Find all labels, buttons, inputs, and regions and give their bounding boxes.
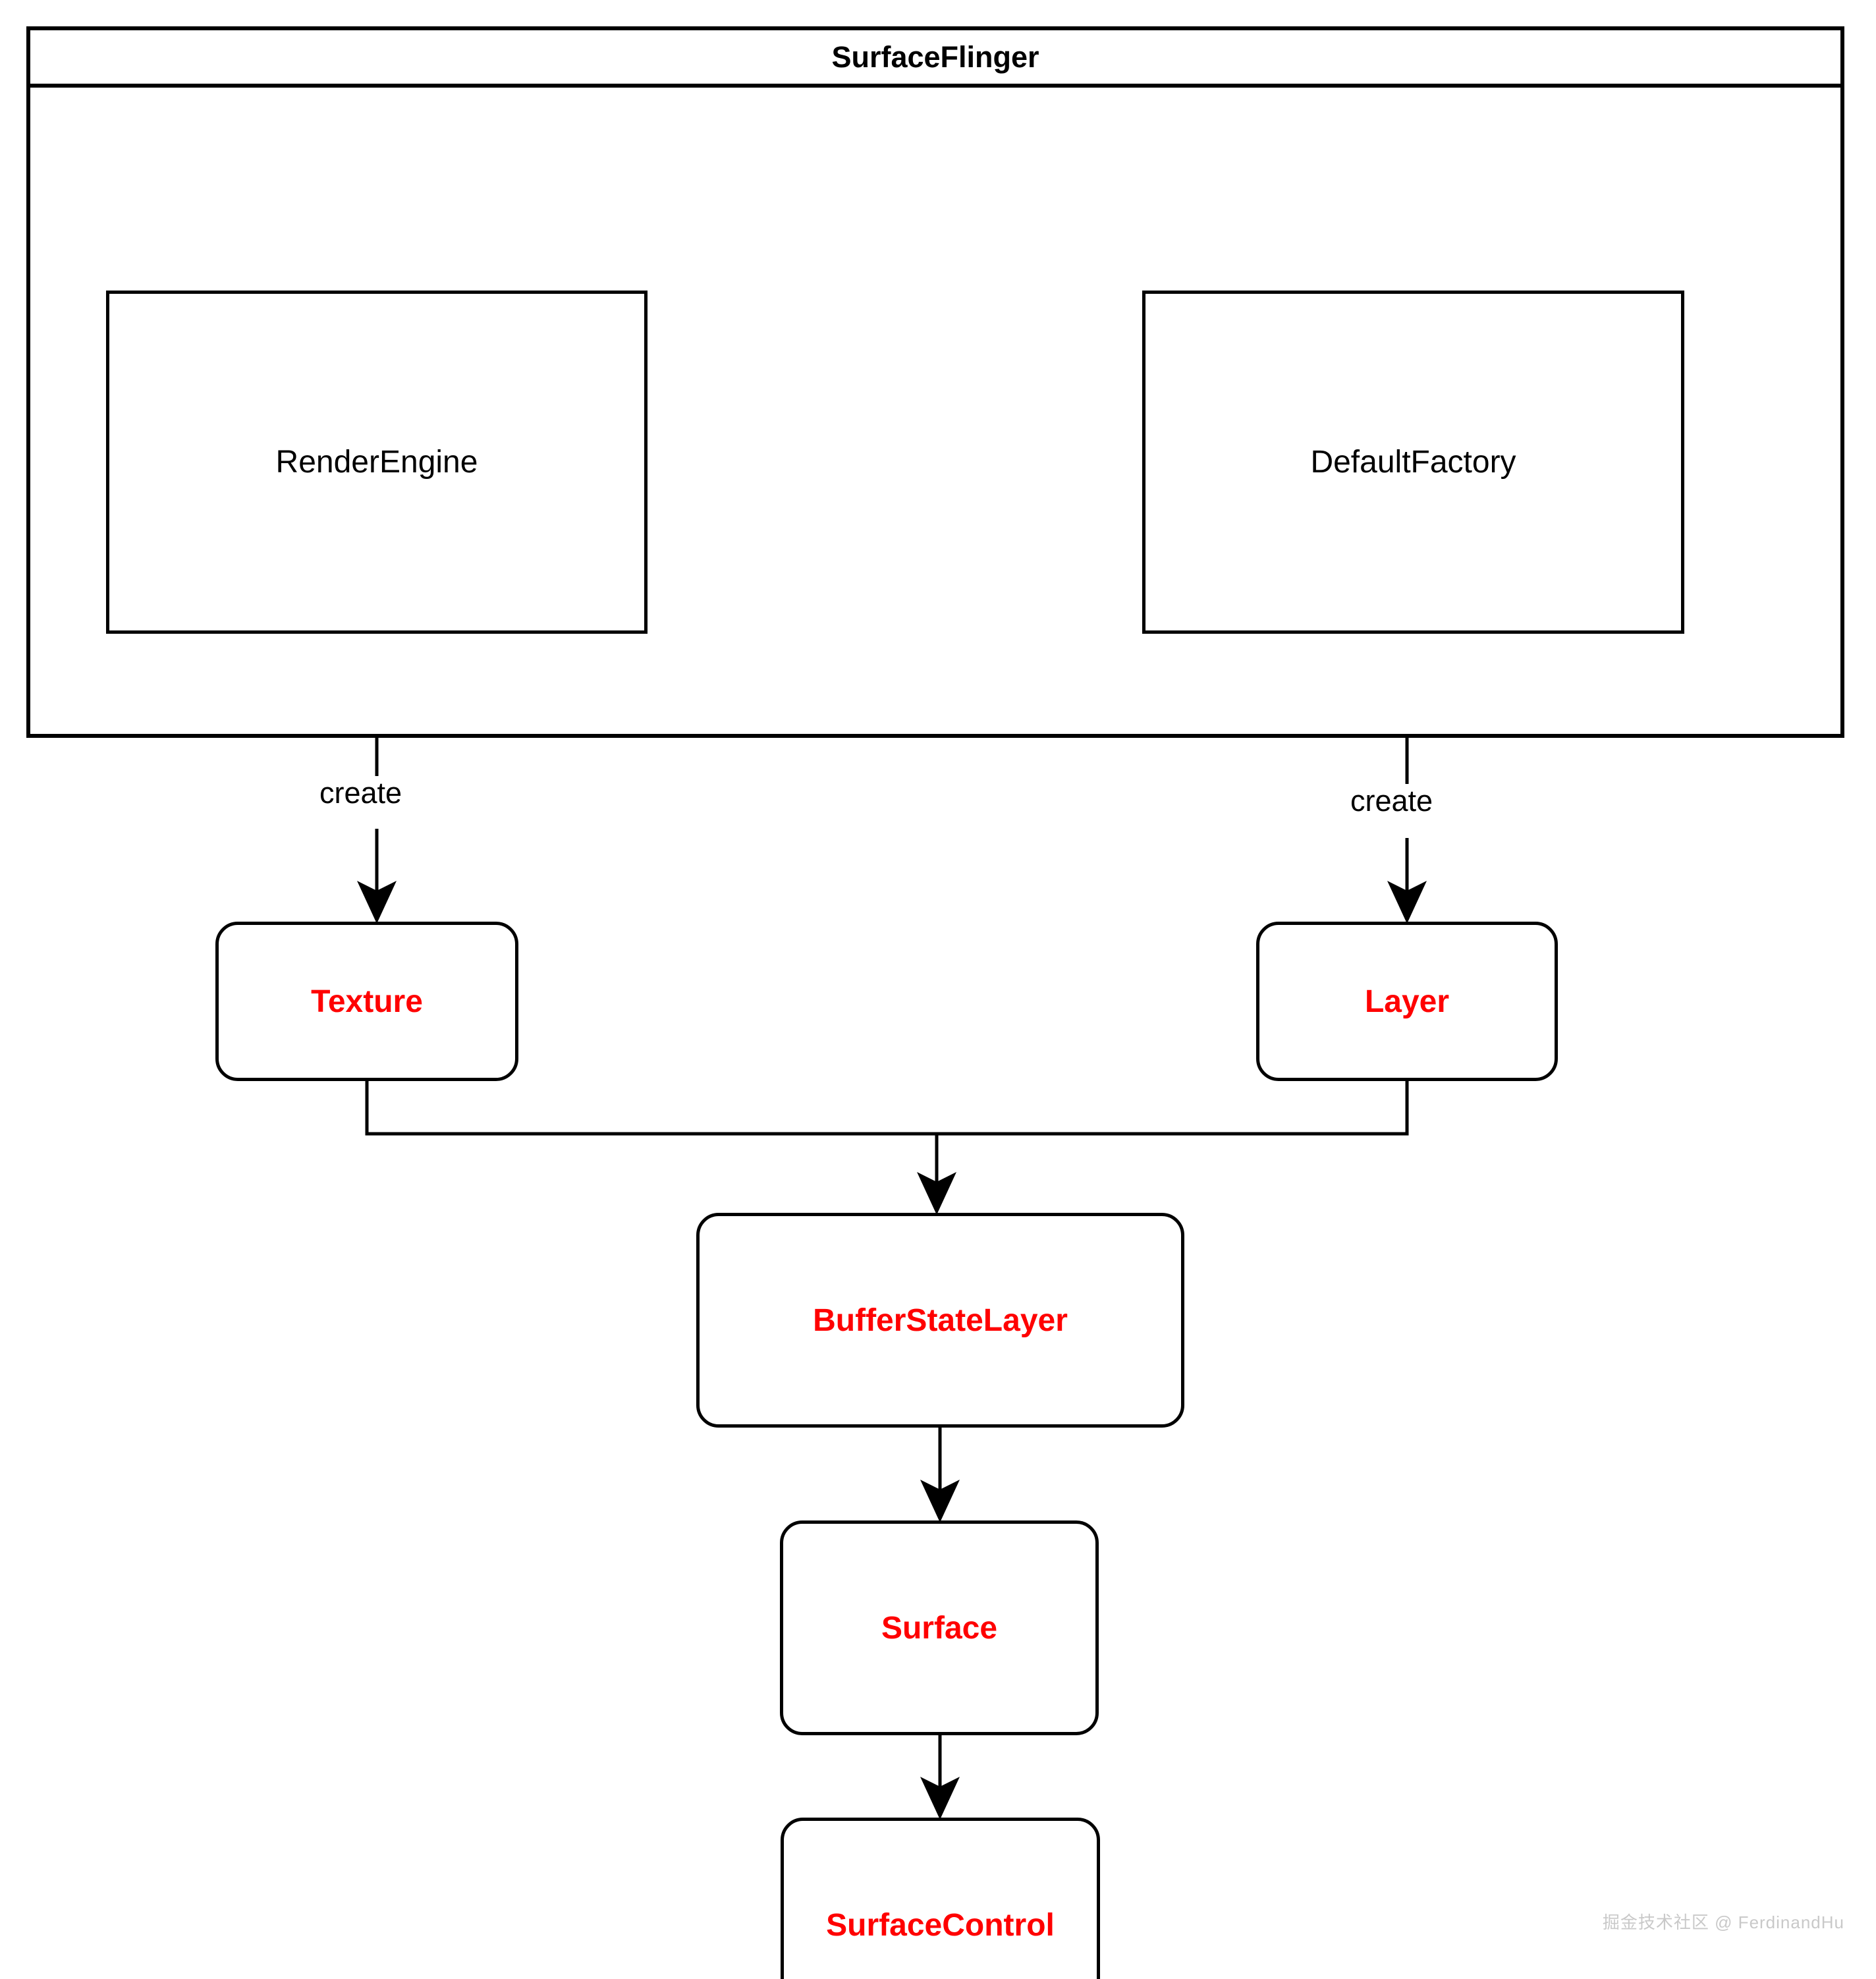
node-texture[interactable]: Texture xyxy=(215,922,518,1081)
node-layer-label: Layer xyxy=(1364,984,1450,1019)
edge-label-create-right: create xyxy=(1344,784,1440,818)
node-surfacecontrol[interactable]: SurfaceControl xyxy=(781,1818,1100,1979)
node-default-factory[interactable]: DefaultFactory xyxy=(1142,291,1684,634)
edge-label-create-left: create xyxy=(313,776,409,810)
node-render-engine[interactable]: RenderEngine xyxy=(106,291,648,634)
surfaceflinger-header: SurfaceFlinger xyxy=(30,30,1840,88)
node-surface-label: Surface xyxy=(881,1610,998,1646)
edge-texture-layer-to-bufferstatelayer xyxy=(365,1081,1409,1215)
node-render-engine-label: RenderEngine xyxy=(275,445,478,480)
surfaceflinger-title: SurfaceFlinger xyxy=(831,40,1039,74)
node-bufferstatelayer-label: BufferStateLayer xyxy=(813,1302,1068,1338)
node-bufferstatelayer[interactable]: BufferStateLayer xyxy=(696,1213,1184,1428)
node-layer[interactable]: Layer xyxy=(1256,922,1558,1081)
node-default-factory-label: DefaultFactory xyxy=(1310,445,1516,480)
node-texture-label: Texture xyxy=(311,984,423,1019)
watermark-text: 掘金技术社区 @ FerdinandHu xyxy=(1602,1912,1844,1932)
node-surfacecontrol-label: SurfaceControl xyxy=(826,1907,1055,1943)
node-surface[interactable]: Surface xyxy=(780,1520,1099,1735)
